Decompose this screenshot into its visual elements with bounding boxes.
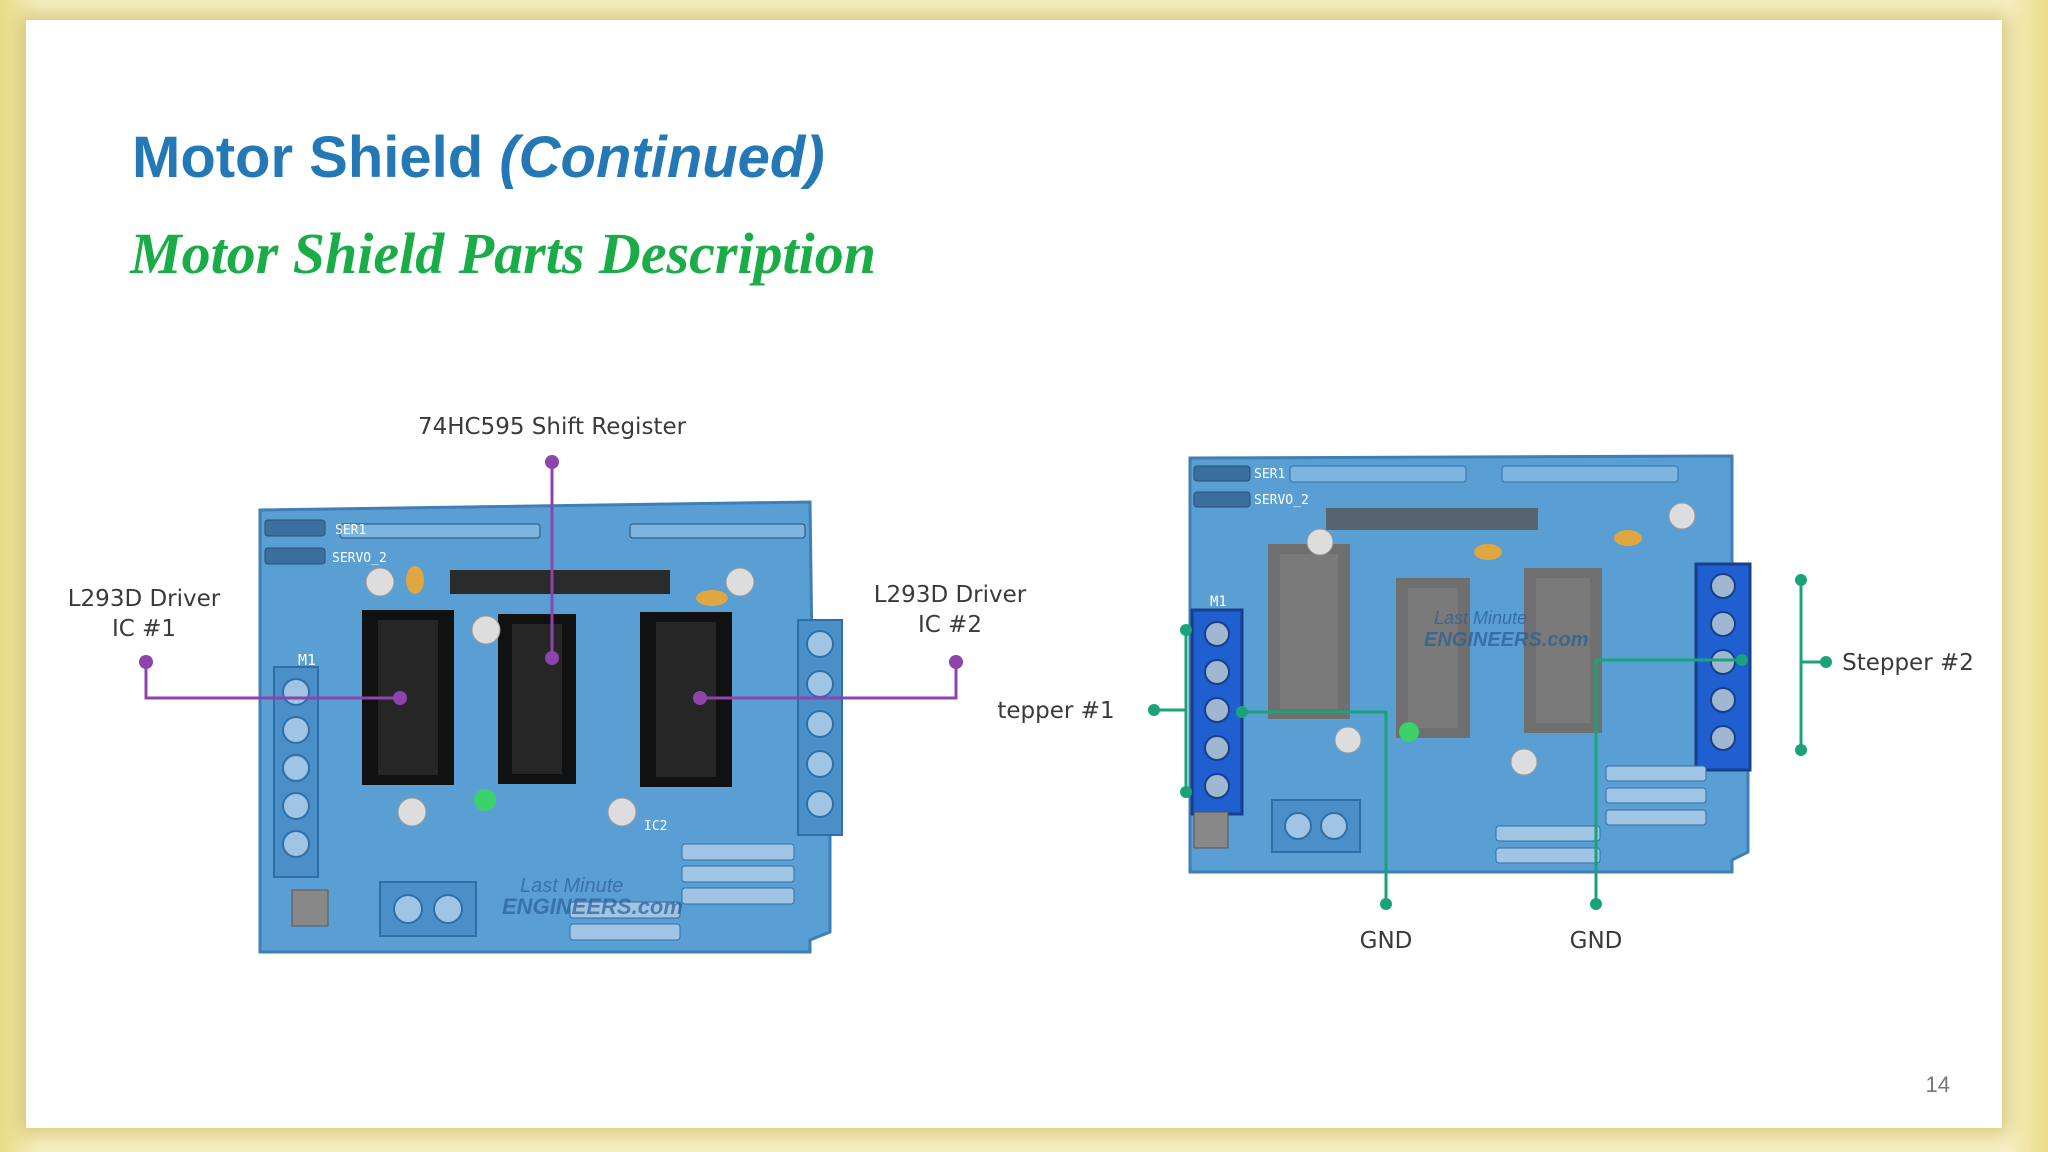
right-pcb-board: SER1 SERVO_2 M1 Last Minute ENGINEERS.co… <box>1188 454 1752 874</box>
left-silk-ser1: SER1 <box>335 523 366 538</box>
right-watermark-2: ENGINEERS.com <box>1424 629 1588 651</box>
left-shield-figure: SER1 SERVO_2 M1 IC2 Last Minute ENGINEER… <box>68 414 1027 954</box>
right-silk-servo2: SERVO_2 <box>1254 493 1309 508</box>
left-chip-ic3 <box>498 614 576 784</box>
title-main: Motor Shield <box>132 125 484 190</box>
left-silk-servo2: SERVO_2 <box>332 551 387 566</box>
left-watermark-2: ENGINEERS.com <box>502 894 683 919</box>
label-driver2-line1: L293D Driver <box>874 582 1027 608</box>
page-number: 14 <box>1925 1072 1950 1097</box>
label-stepper1: tepper #1 <box>997 698 1114 724</box>
right-shield-figure: SER1 SERVO_2 M1 Last Minute ENGINEERS.co… <box>997 454 1974 954</box>
left-callout-lines <box>144 462 958 700</box>
left-pcb-board: SER1 SERVO_2 M1 IC2 Last Minute ENGINEER… <box>258 500 843 954</box>
title-continued: (Continued) <box>499 125 825 190</box>
right-callout-lines <box>1154 580 1826 904</box>
label-driver1-line2: IC #1 <box>112 616 176 642</box>
right-silk-ser1: SER1 <box>1254 467 1285 482</box>
right-watermark-1: Last Minute <box>1434 608 1527 628</box>
label-driver1-line1: L293D Driver <box>68 586 221 612</box>
slide: Motor Shield (Continued) Motor Shield Pa… <box>26 20 2002 1128</box>
label-driver2-line2: IC #2 <box>918 612 982 638</box>
label-shift-register: 74HC595 Shift Register <box>418 414 687 440</box>
slide-subtitle: Motor Shield Parts Description <box>130 221 877 286</box>
label-gnd-left: GND <box>1360 928 1413 954</box>
left-watermark-1: Last Minute <box>520 875 623 897</box>
label-stepper2: Stepper #2 <box>1842 650 1974 676</box>
right-silk-m1: M1 <box>1210 594 1227 610</box>
left-silk-ic2: IC2 <box>644 819 667 834</box>
left-silk-m1: M1 <box>298 651 316 669</box>
left-callout-dots <box>139 455 963 705</box>
right-callout-dots <box>1148 574 1832 910</box>
label-gnd-right: GND <box>1570 928 1623 954</box>
slide-title: Motor Shield (Continued) <box>132 124 825 191</box>
